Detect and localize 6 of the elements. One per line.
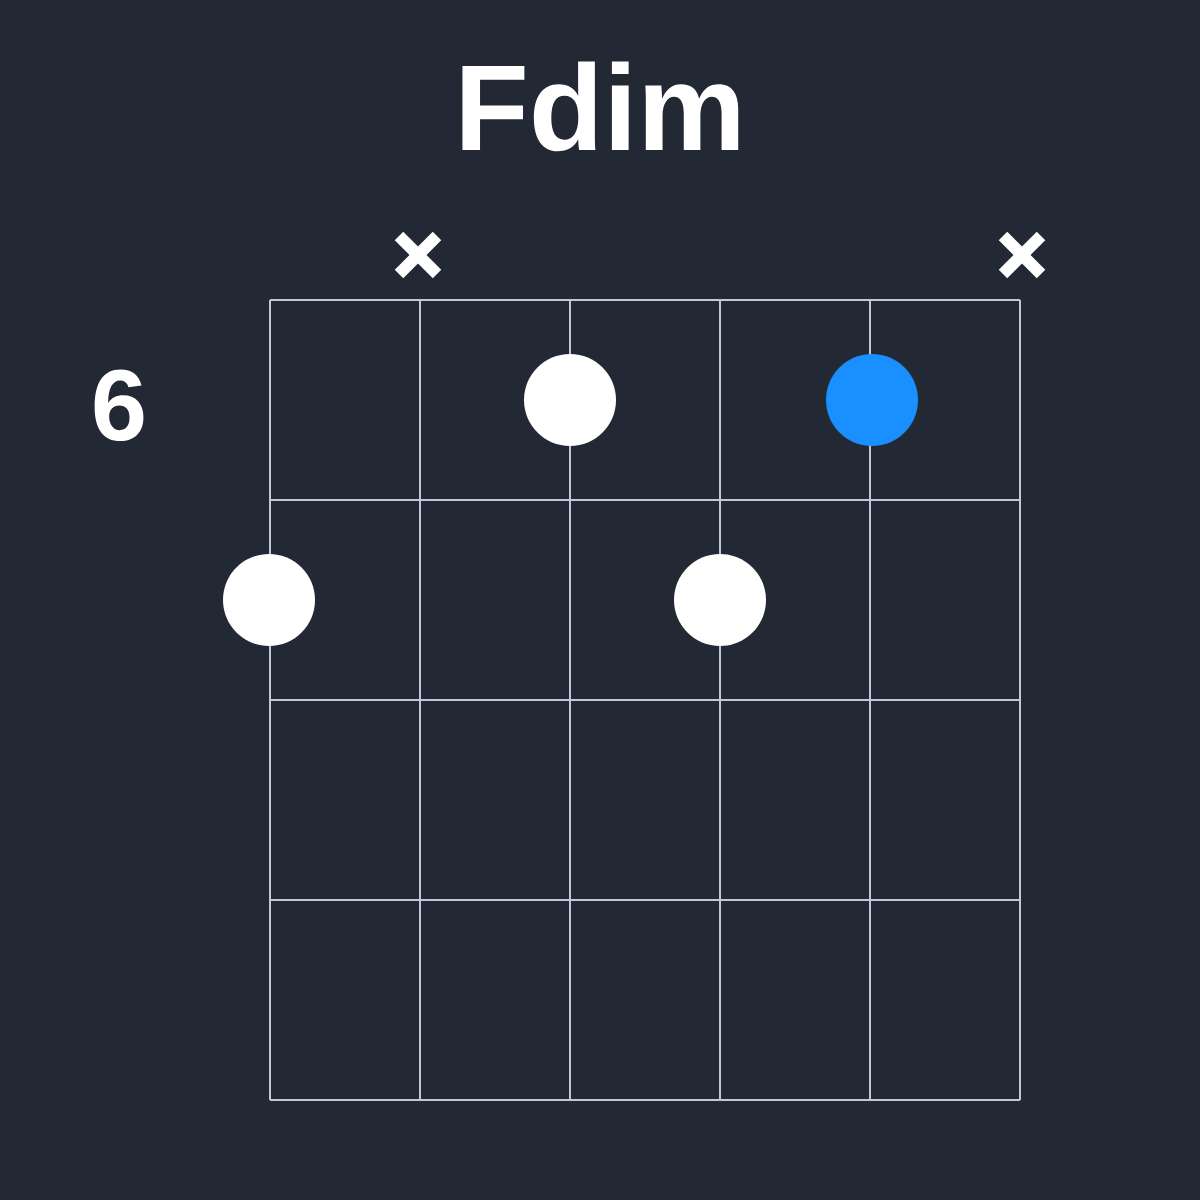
chord-title: Fdim [462,61,739,152]
finger-dot [524,354,616,446]
finger-dot [826,354,918,446]
finger-dot [223,554,315,646]
finger-dot [674,554,766,646]
fret-number: 6 [94,369,144,441]
